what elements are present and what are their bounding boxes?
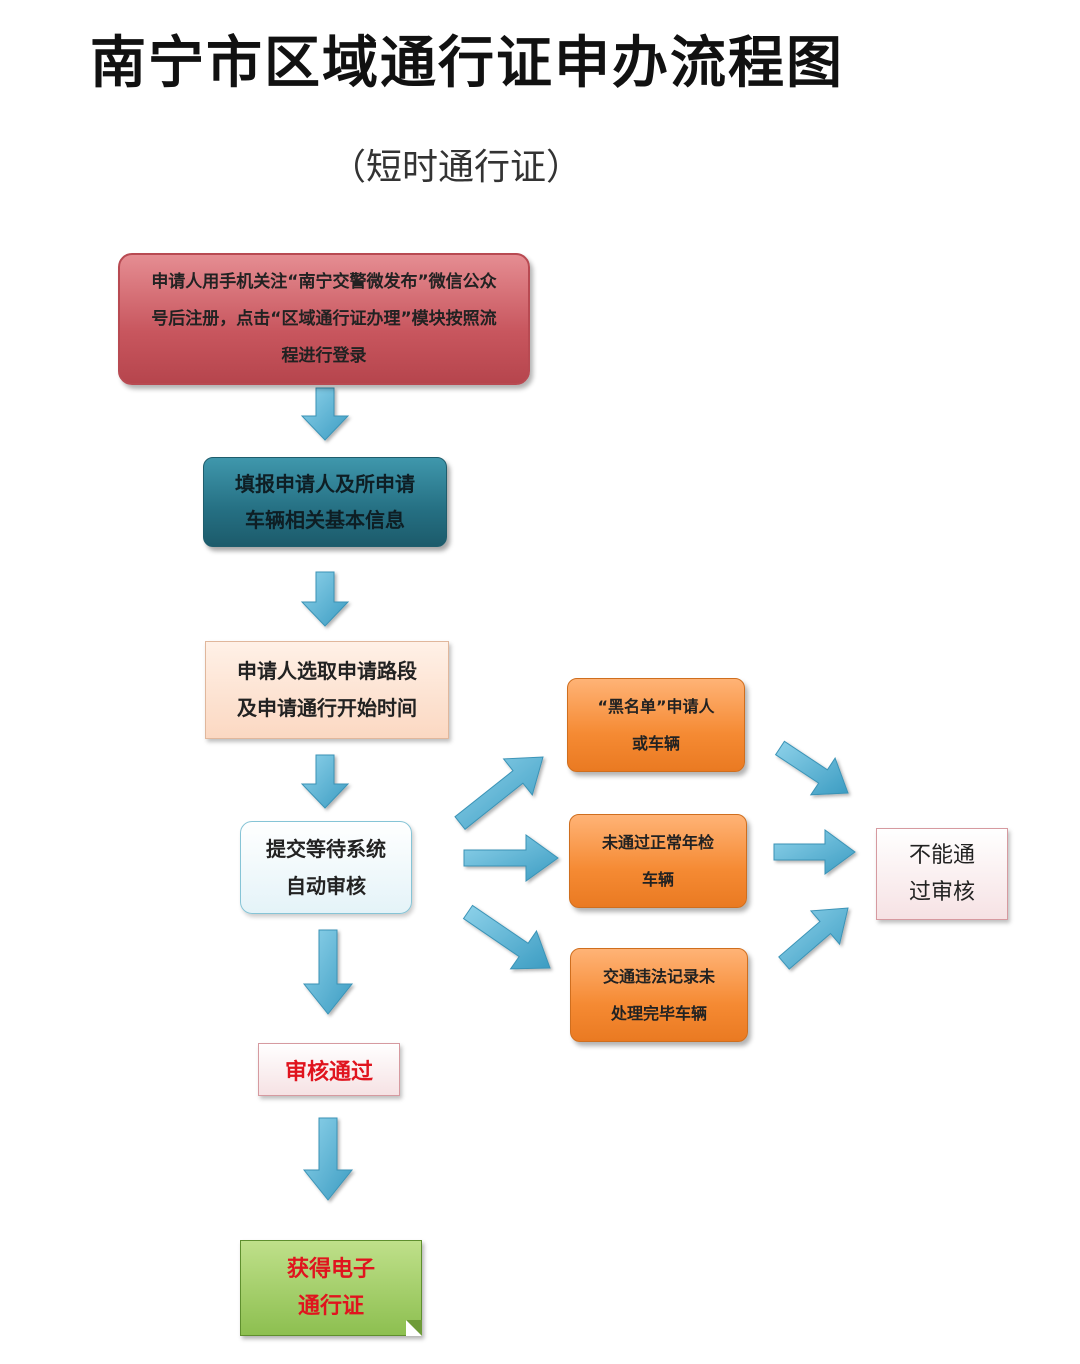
arrow-violations-to-rejected bbox=[778, 907, 849, 970]
reason-violations-line-2: 处理完毕车辆 bbox=[610, 1004, 707, 1023]
step-select-route-line-2: 及申请通行开始时间 bbox=[237, 696, 417, 720]
result-rejected-line-2: 过审核 bbox=[908, 880, 975, 905]
step-fill-info-box: 填报申请人及所申请 车辆相关基本信息 bbox=[203, 457, 447, 547]
step-get-pass-line-2: 通行证 bbox=[297, 1294, 364, 1319]
arrow-submit-to-approved bbox=[302, 929, 354, 1015]
result-rejected-box: 不能通 过审核 bbox=[876, 828, 1008, 920]
step-select-route-box: 申请人选取申请路段 及申请通行开始时间 bbox=[205, 641, 449, 739]
page-title: 南宁市区域通行证申办流程图 bbox=[90, 31, 844, 96]
step-register-line-3: 程进行登录 bbox=[281, 345, 367, 366]
reason-no-inspection-line-2: 车辆 bbox=[641, 870, 674, 889]
arrow-submit-to-no-inspection bbox=[463, 834, 559, 882]
arrow-select-route-to-submit bbox=[300, 754, 350, 809]
reason-no-inspection-line-1: 未通过正常年检 bbox=[601, 833, 714, 852]
step-approved-line-1: 审核通过 bbox=[284, 1059, 373, 1085]
reason-blacklist-line-1: “黑名单”申请人 bbox=[597, 697, 715, 716]
reason-no-inspection-box: 未通过正常年检 车辆 bbox=[569, 814, 747, 908]
step-select-route-line-1: 申请人选取申请路段 bbox=[237, 659, 417, 683]
reason-violations-box: 交通违法记录未 处理完毕车辆 bbox=[570, 948, 748, 1042]
step-submit-line-1: 提交等待系统 bbox=[266, 836, 386, 861]
step-register-box: 申请人用手机关注“南宁交警微发布”微信公众 号后注册，点击“区域通行证办理”模块… bbox=[118, 253, 530, 385]
arrow-blacklist-to-rejected bbox=[774, 740, 849, 796]
reason-blacklist-box: “黑名单”申请人 或车辆 bbox=[567, 678, 745, 772]
step-submit-box: 提交等待系统 自动审核 bbox=[240, 821, 412, 914]
step-approved-box: 审核通过 bbox=[258, 1043, 400, 1096]
step-register-line-2: 号后注册，点击“区域通行证办理”模块按照流 bbox=[151, 308, 497, 329]
step-get-pass-line-1: 获得电子 bbox=[286, 1257, 375, 1282]
result-rejected-line-1: 不能通 bbox=[908, 843, 975, 868]
step-fill-info-line-1: 填报申请人及所申请 bbox=[235, 472, 415, 496]
arrow-approved-to-get-pass bbox=[302, 1117, 354, 1201]
arrow-fill-info-to-select-route bbox=[300, 571, 350, 627]
step-get-pass-box: 获得电子 通行证 bbox=[240, 1240, 422, 1336]
arrow-submit-to-blacklist bbox=[454, 756, 544, 831]
reason-violations-line-1: 交通违法记录未 bbox=[602, 967, 715, 986]
arrow-submit-to-violations bbox=[462, 904, 551, 970]
step-fill-info-line-2: 车辆相关基本信息 bbox=[245, 508, 405, 532]
step-register-line-1: 申请人用手机关注“南宁交警微发布”微信公众 bbox=[151, 271, 497, 292]
page-subtitle: （短时通行证） bbox=[330, 147, 583, 188]
arrow-register-to-fill-info bbox=[300, 387, 350, 441]
reason-blacklist-line-2: 或车辆 bbox=[631, 734, 680, 753]
step-submit-line-2: 自动审核 bbox=[286, 873, 366, 898]
arrow-no-inspection-to-rejected bbox=[773, 829, 856, 875]
